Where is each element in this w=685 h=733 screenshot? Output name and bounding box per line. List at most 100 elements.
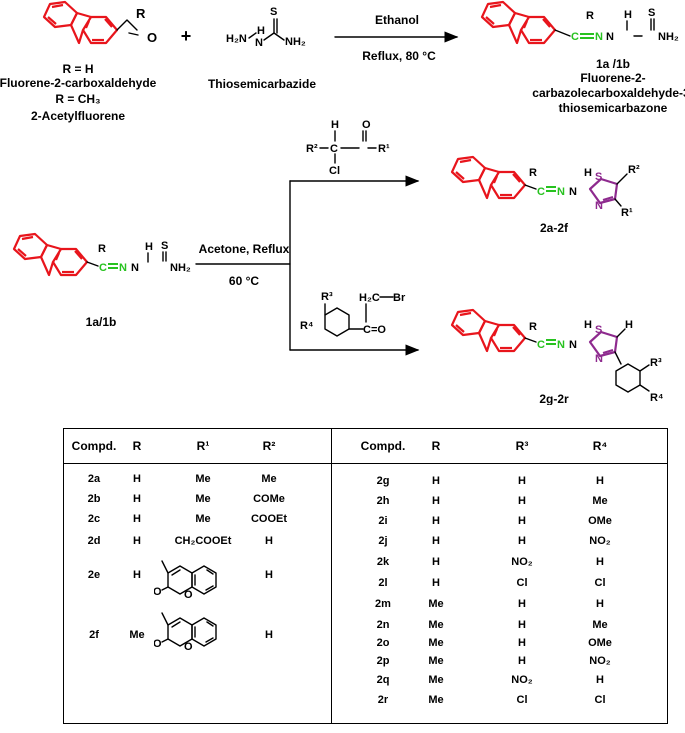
atom-br: Br — [393, 292, 406, 304]
atom-nh2: NH₂ — [285, 36, 306, 48]
atom-r1: R¹ — [378, 143, 390, 155]
left-cell-r1: Me — [195, 473, 211, 485]
left-cell-r2: H — [265, 535, 273, 547]
right-cell-r3: NO₂ — [511, 674, 533, 686]
atom-n2: N — [569, 339, 577, 351]
header-r-left: R — [132, 439, 142, 453]
right-cell-r: Me — [428, 655, 444, 667]
product1-name-line3: thiosemicarbazone — [559, 101, 668, 115]
atom-o: O — [362, 119, 371, 131]
atom-h: H — [257, 25, 265, 37]
atom-h: H — [584, 319, 592, 331]
atom-r3: R³ — [650, 357, 662, 369]
right-cell-compd: 2j — [378, 535, 388, 547]
right-cell-r4: OMe — [588, 515, 612, 527]
start-id: 1a/1b — [86, 315, 117, 329]
reaction1-temperature: Reflux, 80 °C — [362, 49, 436, 63]
right-cell-compd: 2p — [376, 655, 390, 667]
atom-r1: R¹ — [621, 207, 633, 219]
right-cell-r: Me — [428, 619, 444, 631]
reactant2-name: Thiosemicarbazide — [208, 77, 316, 91]
atom-r2: R² — [306, 143, 318, 155]
reaction2-temperature: 60 °C — [229, 274, 259, 288]
product-lower-id: 2g-2r — [539, 392, 569, 405]
right-cell-compd: 2m — [375, 598, 391, 610]
atom-s: S — [595, 171, 602, 183]
atom-c: C — [537, 186, 545, 198]
right-cell-compd: 2o — [376, 637, 390, 649]
plus-sign: + — [181, 26, 192, 46]
atom-cl: Cl — [329, 165, 340, 177]
left-cell-r: H — [133, 493, 141, 505]
left-cell-r: Me — [129, 629, 145, 641]
right-cell-r3: NO₂ — [511, 556, 533, 568]
reactant1-name-h: Fluorene-2-carboxaldehyde — [0, 76, 157, 90]
product1-id: 1a /1b — [596, 57, 630, 71]
header-r2: R² — [262, 439, 276, 453]
atom-n: N — [557, 339, 565, 351]
atom-r: R — [586, 10, 594, 22]
right-cell-r: H — [432, 577, 440, 589]
header-r3: R³ — [515, 439, 529, 453]
atom-r4: R⁴ — [650, 392, 663, 404]
right-cell-r3: H — [518, 515, 526, 527]
product1-name-line1: Fluorene-2- — [580, 71, 645, 85]
reaction2-solvent: Acetone, Reflux — [199, 242, 290, 256]
atom-carbonyl: C=O — [363, 324, 386, 336]
product1-name-line2: carbazolecarboxaldehyde-3- — [532, 86, 685, 100]
right-cell-r: Me — [428, 637, 444, 649]
header-r1: R¹ — [196, 439, 210, 453]
atom-c: C — [537, 339, 545, 351]
atom-r4: R⁴ — [300, 320, 313, 332]
atom-nh2: NH₂ — [170, 262, 191, 274]
right-cell-r4: NO₂ — [589, 535, 611, 547]
atom-nh2: NH₂ — [658, 31, 679, 43]
right-cell-r4: Cl — [594, 577, 606, 589]
coumarin-structure-2e: O O — [154, 560, 217, 599]
atom-ch2: H₂C — [359, 292, 380, 304]
atom-o: O — [147, 30, 157, 45]
left-cell-r: H — [133, 535, 141, 547]
header-r-right: R — [431, 439, 441, 453]
product-1ab-structure: R C N H N S NH₂ — [480, 0, 679, 45]
atom-h-ring: H — [625, 319, 633, 331]
atom-r2: R² — [628, 164, 640, 176]
right-cell-r4: H — [596, 598, 604, 610]
right-cell-compd: 2g — [376, 475, 390, 487]
right-cell-r3: Cl — [516, 577, 528, 589]
atom-n2: N — [569, 186, 577, 198]
atom-n: N — [119, 262, 127, 274]
atom-s: S — [161, 240, 168, 252]
right-cell-r: H — [432, 515, 440, 527]
left-cell-compd: 2c — [87, 513, 101, 525]
left-cell-r: H — [133, 513, 141, 525]
atom-o-carbonyl: O — [154, 586, 162, 598]
right-cell-r3: H — [518, 637, 526, 649]
atom-o-carbonyl: O — [154, 638, 162, 650]
right-cell-r3: H — [518, 475, 526, 487]
atom-n: N — [557, 186, 565, 198]
left-cell-r: H — [133, 473, 141, 485]
reactant1-r-me: R = CH₃ — [55, 92, 100, 106]
reaction-scheme: R O R = H Fluorene-2-carboxaldehyde R = … — [0, 0, 685, 405]
right-cell-r4: Me — [592, 619, 608, 631]
right-cell-r4: Cl — [594, 694, 606, 706]
atom-s: S — [595, 324, 602, 336]
right-cell-r4: H — [596, 674, 604, 686]
atom-c: C — [99, 262, 107, 274]
left-cell-r2: COOEt — [250, 513, 288, 525]
right-cell-r4: NO₂ — [589, 655, 611, 667]
right-cell-r: Me — [428, 694, 444, 706]
reactant1-name-me: 2-Acetylfluorene — [31, 109, 125, 123]
atom-o-ring: O — [184, 641, 193, 651]
atom-h2n: H₂N — [226, 33, 247, 45]
left-cell-r1: Me — [195, 493, 211, 505]
header-compd-right: Compd. — [360, 439, 406, 453]
substituent-table: Compd. R R¹ R² Compd. R R³ R⁴ O O O O 2a… — [63, 428, 668, 724]
atom-n: N — [595, 31, 603, 43]
atom-r: R — [529, 321, 537, 333]
product-2g-2r-structure: R C N H N S N H R³ R⁴ — [450, 308, 663, 404]
right-cell-compd: 2k — [376, 556, 390, 568]
atom-o-ring: O — [184, 589, 193, 599]
left-cell-compd: 2e — [87, 569, 101, 581]
